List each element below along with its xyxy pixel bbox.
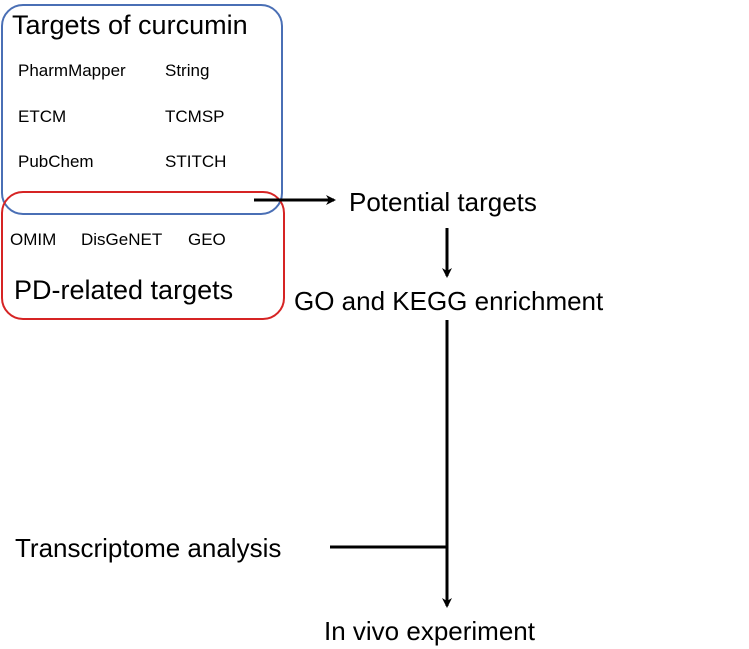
enrichment-node: GO and KEGG enrichment bbox=[294, 286, 604, 316]
pd-targets-title: PD-related targets bbox=[14, 275, 234, 305]
db-pharmmapper: PharmMapper bbox=[18, 61, 126, 80]
db-geo: GEO bbox=[188, 230, 226, 249]
db-omim: OMIM bbox=[10, 230, 57, 249]
curcumin-targets-title: Targets of curcumin bbox=[12, 10, 248, 40]
db-disgenet: DisGeNET bbox=[81, 230, 163, 249]
db-etcm: ETCM bbox=[18, 107, 67, 126]
curcumin-targets-box bbox=[1, 4, 283, 215]
db-stitch: STITCH bbox=[165, 152, 227, 171]
potential-targets-node: Potential targets bbox=[349, 187, 537, 217]
transcriptome-node: Transcriptome analysis bbox=[15, 533, 282, 563]
pd-targets-box bbox=[1, 191, 285, 320]
db-string: String bbox=[165, 61, 210, 80]
in-vivo-node: In vivo experiment bbox=[324, 616, 535, 646]
db-tcmsp: TCMSP bbox=[165, 107, 225, 126]
db-pubchem: PubChem bbox=[18, 152, 94, 171]
